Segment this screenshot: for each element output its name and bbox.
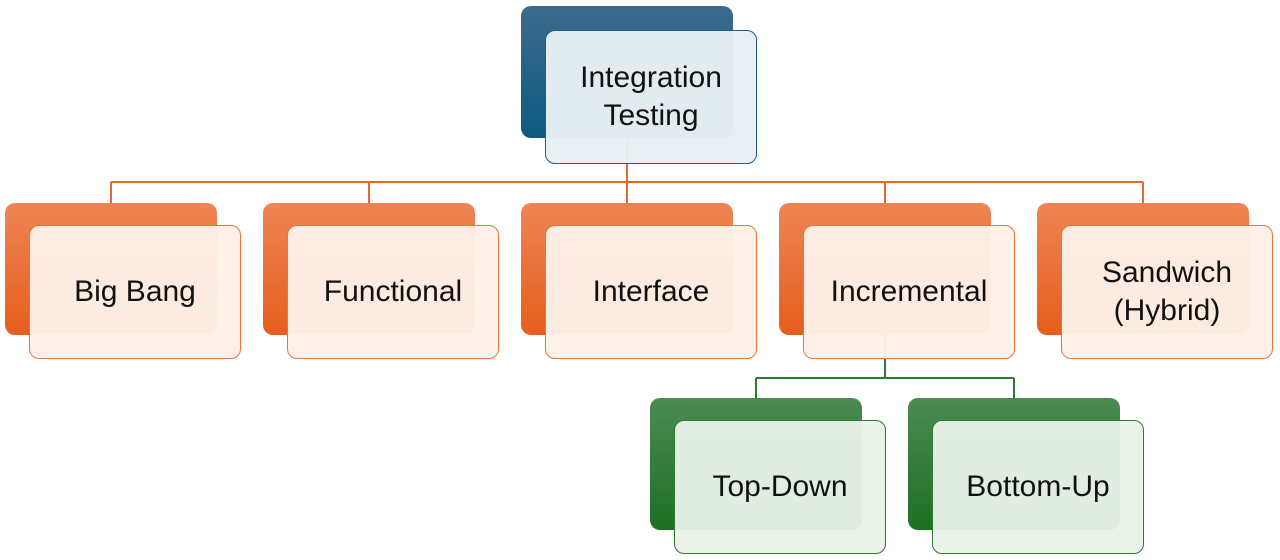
- node-top-down-label: Top-Down: [712, 470, 848, 503]
- node-interface: Interface: [521, 203, 757, 359]
- node-big-bang-label: Big Bang: [74, 275, 196, 308]
- node-incremental: Incremental: [779, 203, 1015, 359]
- node-sandwich-hybrid-box: Sandwich (Hybrid): [1061, 225, 1273, 359]
- node-integration-testing: Integration Testing: [521, 6, 757, 164]
- node-integration-testing-box: Integration Testing: [545, 30, 757, 164]
- node-top-down: Top-Down: [650, 398, 886, 554]
- node-big-bang-box: Big Bang: [29, 225, 241, 359]
- node-bottom-up-label: Bottom-Up: [966, 470, 1110, 503]
- root-connectors: [110, 138, 1144, 203]
- node-top-down-box: Top-Down: [674, 420, 886, 554]
- node-sandwich-hybrid-label: Sandwich (Hybrid): [1101, 256, 1233, 327]
- node-functional-box: Functional: [287, 225, 499, 359]
- node-big-bang: Big Bang: [5, 203, 241, 359]
- node-incremental-box: Incremental: [803, 225, 1015, 359]
- node-interface-label: Interface: [592, 275, 710, 308]
- node-bottom-up-box: Bottom-Up: [932, 420, 1144, 554]
- node-incremental-label: Incremental: [830, 275, 988, 308]
- node-interface-box: Interface: [545, 225, 757, 359]
- node-functional: Functional: [263, 203, 499, 359]
- node-integration-testing-label: Integration Testing: [580, 61, 722, 132]
- node-sandwich-hybrid: Sandwich (Hybrid): [1037, 203, 1273, 359]
- node-functional-label: Functional: [323, 275, 463, 308]
- node-bottom-up: Bottom-Up: [908, 398, 1144, 554]
